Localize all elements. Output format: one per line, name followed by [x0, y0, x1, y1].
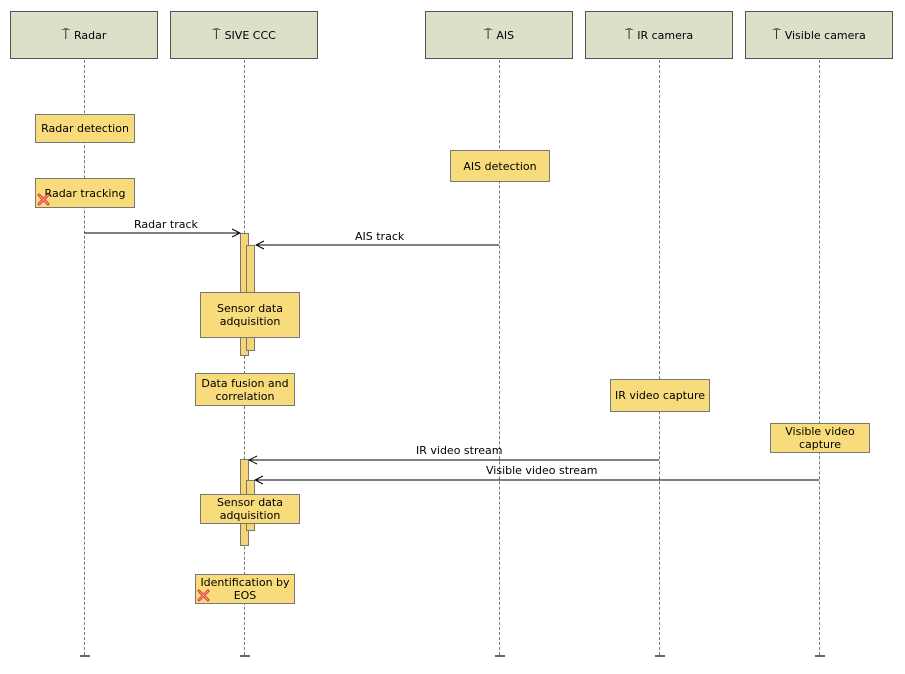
note-text: Identification by EOS: [200, 576, 290, 602]
lifeline-line-ais: [499, 60, 500, 655]
lifeline-end-sive: [240, 655, 250, 657]
note-sensor-data-adquisition-2[interactable]: Sensor data adquisition: [200, 494, 300, 524]
destroy-icon: [37, 193, 50, 206]
note-text: Radar tracking: [44, 186, 126, 200]
lifeline-end-visible: [815, 655, 825, 657]
lifeline-label: Visible camera: [784, 28, 866, 42]
note-radar-tracking[interactable]: Radar tracking: [35, 178, 135, 208]
note-text: Visible video capture: [785, 425, 855, 451]
note-text: Radar detection: [41, 122, 129, 135]
note-ir-video-capture[interactable]: IR video capture: [610, 379, 710, 412]
actor-icon: ⍑: [212, 27, 221, 43]
lifeline-visible-camera[interactable]: ⍑ Visible camera: [745, 11, 893, 59]
lifeline-line-ir: [659, 60, 660, 655]
lifeline-label: Radar: [74, 28, 107, 42]
actor-icon: ⍑: [624, 27, 634, 43]
message-label-ir-stream: IR video stream: [416, 444, 503, 457]
destroy-icon: [197, 589, 210, 602]
lifeline-line-visible: [819, 60, 820, 655]
lifeline-end-ir: [655, 655, 665, 657]
note-ais-detection[interactable]: AIS detection: [450, 150, 550, 182]
note-text: AIS detection: [463, 159, 537, 173]
actor-icon: ⍑: [483, 27, 493, 43]
note-identification-by-eos[interactable]: Identification by EOS: [195, 574, 295, 604]
lifeline-ir-camera[interactable]: ⍑ IR camera: [585, 11, 733, 59]
lifeline-radar[interactable]: ⍑ Radar: [10, 11, 158, 59]
actor-icon: ⍑: [61, 27, 70, 43]
note-text: Sensor data adquisition: [217, 302, 283, 328]
lifeline-label: AIS: [496, 28, 515, 42]
lifeline-line-radar: [84, 60, 85, 655]
note-text: IR video capture: [614, 389, 706, 402]
actor-icon: ⍑: [772, 27, 781, 43]
note-text: Data fusion and correlation: [201, 376, 289, 403]
note-visible-video-capture[interactable]: Visible video capture: [770, 423, 870, 453]
note-sensor-data-adquisition[interactable]: Sensor data adquisition: [200, 292, 300, 338]
lifeline-end-ais: [495, 655, 505, 657]
lifeline-label: SIVE CCC: [224, 28, 276, 42]
note-data-fusion[interactable]: Data fusion and correlation: [195, 373, 295, 406]
lifeline-sive-ccc[interactable]: ⍑ SIVE CCC: [170, 11, 318, 59]
lifeline-end-radar: [80, 655, 90, 657]
note-radar-detection[interactable]: Radar detection: [35, 114, 135, 143]
lifeline-ais[interactable]: ⍑ AIS: [425, 11, 573, 59]
message-label-radar-track: Radar track: [134, 218, 198, 231]
message-label-visible-stream: Visible video stream: [486, 464, 598, 477]
note-text: Sensor data adquisition: [217, 496, 283, 522]
message-label-ais-track: AIS track: [355, 230, 405, 243]
lifeline-line-sive: [244, 60, 245, 655]
lifeline-label: IR camera: [637, 28, 694, 42]
